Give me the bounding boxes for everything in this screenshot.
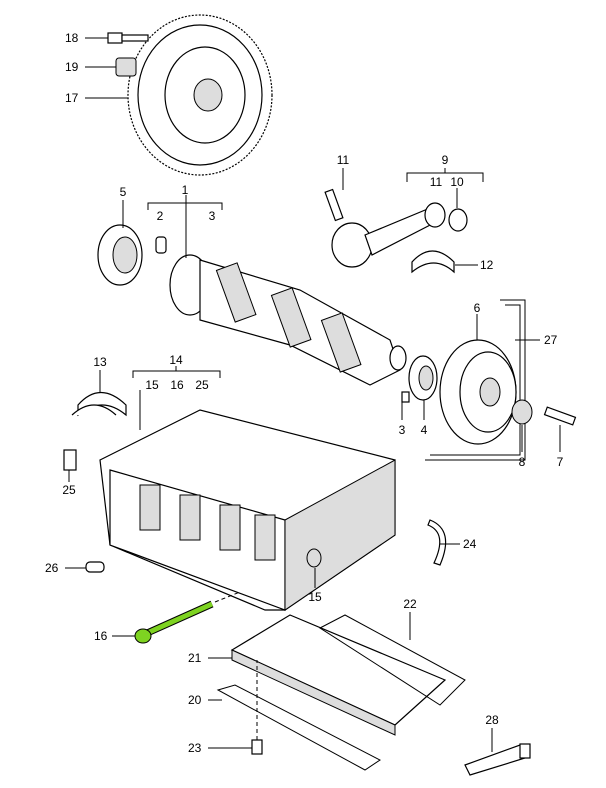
bolt-16-highlighted[interactable] [134,600,214,644]
callout-6: 6 [474,301,481,315]
pin-3 [401,391,410,403]
callout-28: 28 [485,713,499,727]
callout-23: 23 [188,741,202,755]
callout-10: 10 [450,175,464,189]
callout-16b: 16 [94,629,108,643]
callout-9: 9 [442,153,449,167]
callout-11: 11 [337,153,350,167]
bearing-12 [411,250,455,274]
callout-21: 21 [188,651,202,665]
callout-13: 13 [93,355,107,369]
callout-3b: 3 [399,423,406,437]
sleeve-15 [306,548,322,568]
callout-17: 17 [65,91,79,105]
callout-22: 22 [403,597,417,611]
callout-3: 3 [209,209,216,223]
seal-5 [97,224,143,286]
callout-15: 15 [145,378,159,392]
callout-18: 18 [65,31,79,45]
seal-4 [408,355,438,401]
stud-25 [63,449,77,471]
callout-11b: 11 [430,175,443,189]
callout-25: 25 [195,378,209,392]
gasket-22 [319,614,466,706]
callout-8: 8 [519,455,526,469]
callout-26: 26 [45,561,59,575]
callout-2: 2 [157,209,164,223]
crankshaft [169,254,407,386]
callout-4: 4 [421,423,428,437]
washer-8 [511,399,533,425]
bearing-13 [71,391,127,417]
belt-27 [425,299,526,461]
connecting-rod [324,188,446,268]
callout-15b: 15 [308,590,322,604]
crankcase [99,409,396,611]
bolt-7 [543,406,577,426]
callout-labels: 1 2 3 3 4 5 6 7 8 9 10 11 11 12 13 14 15… [45,31,564,755]
bolt-23 [251,660,263,755]
callout-14: 14 [169,353,183,367]
callout-5: 5 [120,185,127,199]
bushing-10 [448,208,468,232]
nut-19 [115,57,137,77]
callout-25b: 25 [62,483,76,497]
thrust-washer-24 [427,519,447,566]
gasket-20 [216,684,381,771]
pin-2 [155,236,167,254]
callout-16: 16 [170,378,184,392]
callout-7: 7 [557,455,564,469]
callout-20: 20 [188,693,202,707]
callout-1: 1 [182,183,189,197]
dowel-26 [85,561,105,573]
sealant-tube-28 [464,743,531,776]
flywheel [127,14,273,176]
bolt-18 [107,32,149,44]
callout-12: 12 [480,258,494,272]
leader-lines [65,37,561,752]
baffle-21 [230,614,447,736]
pulley [439,339,517,445]
crankcase-webs [139,484,276,561]
callout-27: 27 [544,333,558,347]
callout-24: 24 [463,537,477,551]
callout-19: 19 [65,60,79,74]
